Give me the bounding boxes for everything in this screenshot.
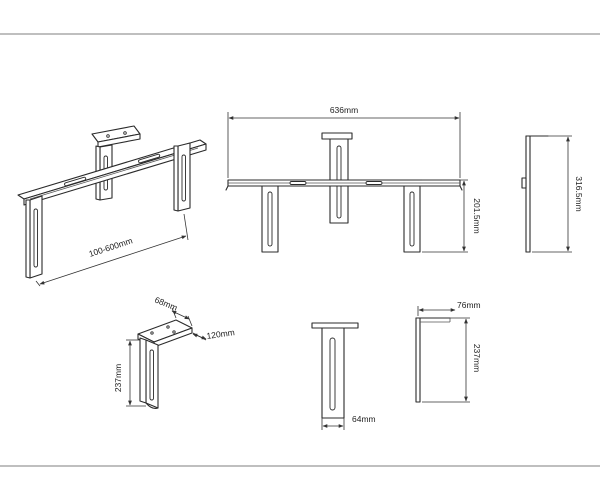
side-view: [521, 135, 572, 253]
dim-height-front: 201.5mm: [472, 198, 482, 233]
dim-arm-width: 64mm: [352, 414, 376, 424]
dim-side-offset: 76mm: [457, 300, 481, 310]
dim-plate-width: 120mm: [206, 327, 235, 341]
arm-detail-view: [126, 307, 207, 409]
arm-side-view: [415, 306, 470, 403]
dim-height-side: 316.5mm: [574, 176, 584, 211]
front-view: [225, 112, 468, 253]
dim-side-height: 237mm: [472, 344, 482, 372]
dim-arm-height-iso: 237mm: [113, 364, 123, 392]
isometric-view: [17, 125, 207, 287]
dim-main-width: 636mm: [330, 105, 358, 115]
dim-plate-depth: 68mm: [153, 295, 179, 313]
arm-front-view: [311, 322, 359, 430]
